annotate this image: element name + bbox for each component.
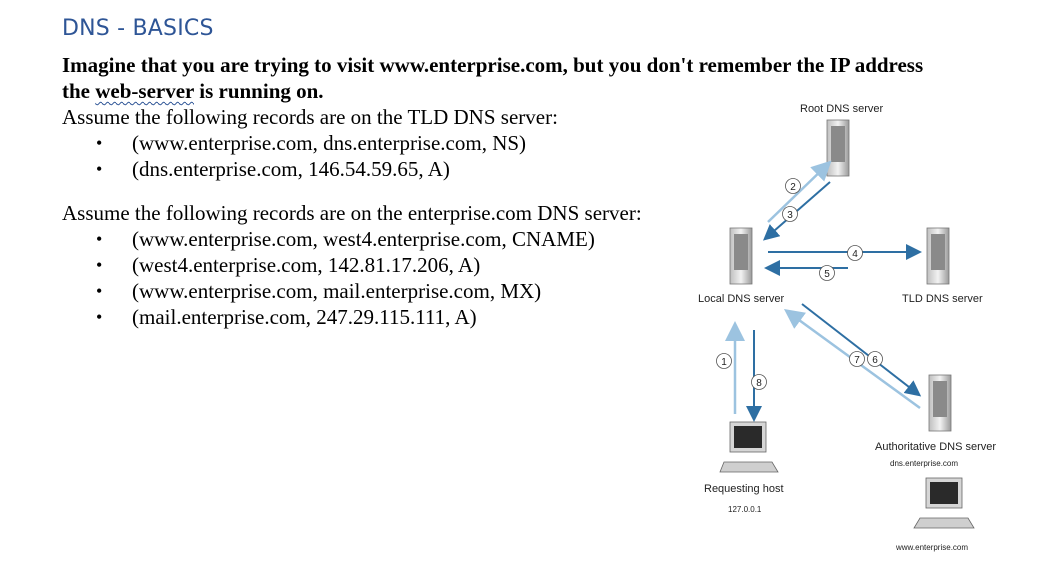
page-title: DNS - BASICS [62, 16, 214, 41]
step-badge: 8 [751, 374, 767, 390]
svg-text:7: 7 [854, 355, 860, 366]
authoritative-server-sublabel: dns.enterprise.com [890, 459, 958, 468]
tld-record: (dns.enterprise.com, 146.54.59.65, A) [62, 156, 1002, 182]
step-badge: 4 [847, 245, 863, 261]
step-badge: 1 [716, 353, 732, 369]
dns-diagram: Root DNS server Local DNS server TLD DNS… [698, 103, 996, 552]
enterprise-record-list: (www.enterprise.com, west4.enterprise.co… [62, 226, 1002, 330]
web-server-label: www.enterprise.com [895, 543, 968, 552]
step-badge: 5 [819, 265, 835, 281]
step-badge: 7 [849, 351, 865, 367]
step-badge: 6 [867, 351, 883, 367]
root-server-icon [826, 119, 850, 177]
svg-text:1: 1 [721, 357, 727, 368]
svg-text:6: 6 [872, 355, 878, 366]
step-badge: 2 [785, 178, 801, 194]
svg-text:4: 4 [852, 249, 858, 260]
enterprise-record: (www.enterprise.com, west4.enterprise.co… [62, 226, 1002, 252]
intro-line-2: the web-server is running on. [62, 78, 1002, 104]
arrow-step-3 [762, 181, 831, 241]
intro-post: is running on. [194, 79, 324, 103]
authoritative-server-icon [928, 374, 952, 432]
svg-text:5: 5 [824, 269, 830, 280]
tld-record: (www.enterprise.com, dns.enterprise.com,… [62, 130, 1002, 156]
requesting-host-ip: 127.0.0.1 [728, 505, 762, 514]
step-badge: 3 [782, 206, 798, 222]
enterprise-record: (www.enterprise.com, mail.enterprise.com… [62, 278, 1002, 304]
web-server-computer-icon [913, 477, 975, 529]
tld-heading: Assume the following records are on the … [62, 105, 558, 129]
local-server-label: Local DNS server [698, 293, 785, 305]
intro-pre: the [62, 79, 96, 103]
svg-text:3: 3 [787, 210, 793, 221]
authoritative-server-label: Authoritative DNS server [875, 441, 996, 453]
svg-text:8: 8 [756, 378, 762, 389]
local-server-icon [729, 227, 753, 285]
tld-record-list: (www.enterprise.com, dns.enterprise.com,… [62, 130, 1002, 182]
enterprise-heading: Assume the following records are on the … [62, 201, 642, 225]
requesting-host-label: Requesting host [704, 483, 784, 495]
enterprise-record: (mail.enterprise.com, 247.29.115.111, A) [62, 304, 1002, 330]
tld-server-icon [926, 227, 950, 285]
arrow-step-6 [801, 303, 922, 397]
svg-text:2: 2 [790, 182, 796, 193]
arrow-step-2 [767, 160, 832, 223]
root-server-label: Root DNS server [800, 103, 883, 115]
document-body: Imagine that you are trying to visit www… [62, 52, 1002, 330]
intro-line-1: Imagine that you are trying to visit www… [62, 53, 924, 77]
tld-server-label: TLD DNS server [902, 293, 983, 305]
requesting-host-computer-icon [719, 421, 779, 473]
enterprise-record: (west4.enterprise.com, 142.81.17.206, A) [62, 252, 1002, 278]
web-server-word: web-server [95, 79, 194, 103]
